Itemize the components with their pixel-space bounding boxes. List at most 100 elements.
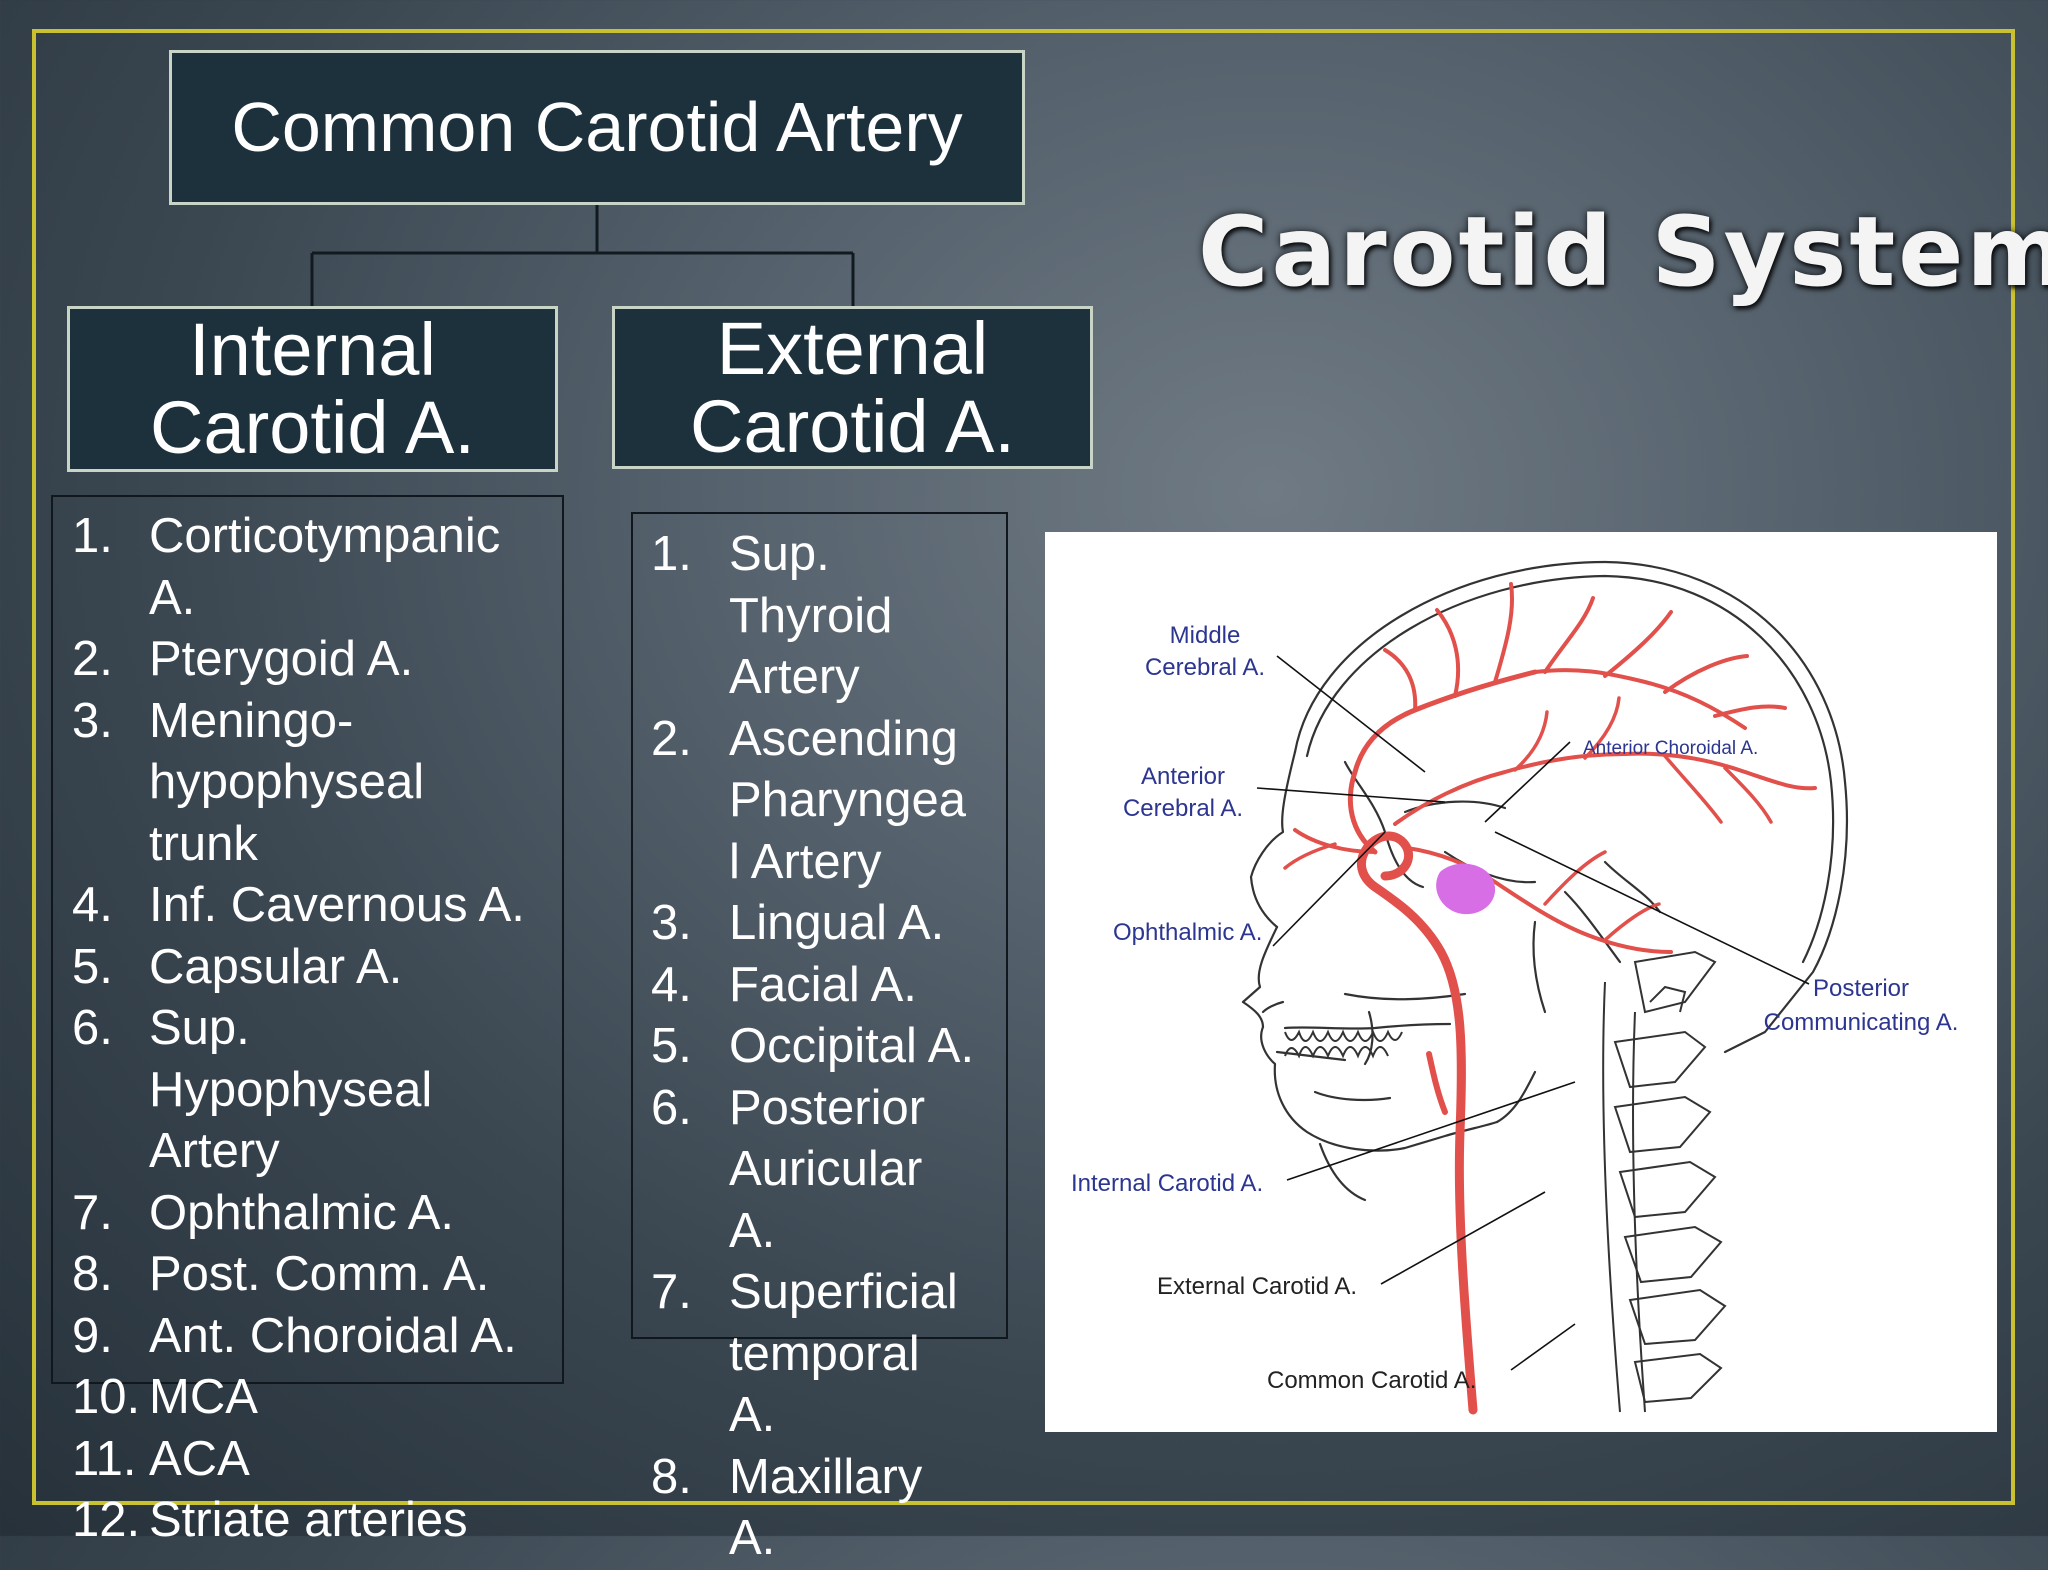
internal-branch-item-text: Sup.: [149, 1001, 250, 1055]
internal-branch-item-number: 5.: [72, 939, 113, 994]
internal-branch-item-4: 4. Inf. Cavernous A.: [72, 875, 572, 937]
external-branch-item-text: A.: [729, 1203, 776, 1258]
external-branch-item-text: Occipital A.: [729, 1019, 975, 1073]
external-branch-item-text: Auricular: [729, 1142, 923, 1196]
label-posterior-communicating-1: Posterior: [1813, 975, 1909, 1002]
cervical-spine: [1602, 950, 1727, 1413]
external-branch-item-number: 4.: [651, 957, 692, 1012]
label-internal-carotid: Internal Carotid A.: [1071, 1170, 1263, 1197]
internal-carotid-box: Internal Carotid A.: [67, 306, 558, 472]
internal-branch-item-text: A.: [149, 570, 196, 625]
external-branch-item-text: Artery: [729, 650, 860, 704]
internal-branch-item-2: 2.Pterygoid A.: [72, 629, 572, 691]
internal-branch-item-number: 1.: [72, 509, 113, 563]
external-branch-item-number: 1.: [651, 527, 692, 581]
external-branch-item-number: 5.: [651, 1019, 692, 1073]
external-branch-item-number: 2.: [651, 711, 692, 766]
internal-branch-item-text: ACA: [149, 1431, 250, 1486]
internal-branch-item-number: 7.: [72, 1185, 113, 1240]
external-branch-item-3: 3.Lingual A.: [651, 893, 1011, 955]
label-middle-cerebral-2: Cerebral A.: [1145, 654, 1265, 681]
internal-branch-item-12: 12.Striate arteries: [72, 1490, 572, 1552]
internal-branch-item-text: hypophyseal: [149, 755, 425, 809]
internal-branch-item-11: 11.ACA: [72, 1429, 572, 1491]
external-branch-item-text: A.: [729, 1511, 776, 1565]
internal-branch-item-number: 2.: [72, 632, 113, 686]
label-external-carotid: External Carotid A.: [1157, 1273, 1357, 1300]
illustration-labels: Middle Cerebral A. Anterior Cerebral A. …: [1071, 622, 1958, 1394]
internal-carotid-label-line-1: Internal: [189, 308, 436, 392]
pituitary-region: [1436, 863, 1496, 915]
external-branch-item-text: Pharyngea: [729, 773, 967, 827]
internal-branch-item-text: MCA: [149, 1370, 258, 1424]
internal-branch-item-text: trunk: [149, 816, 258, 871]
skull-artery-drawing: Middle Cerebral A. Anterior Cerebral A. …: [1071, 560, 1958, 1415]
external-branch-item-text: Thyroid: [729, 588, 893, 643]
internal-branch-item-text: Ant. Choroidal A.: [149, 1308, 517, 1363]
external-branch-item-number: 3.: [651, 896, 692, 950]
internal-branches-border: [51, 495, 564, 1384]
internal-branch-item-number: 10.: [72, 1370, 141, 1424]
external-branch-item-text: Superficial: [729, 1265, 958, 1319]
external-branch-item-4: 4.Facial A.: [651, 955, 1011, 1017]
external-branch-item-text: A.: [729, 1388, 776, 1442]
label-middle-cerebral-1: Middle: [1170, 622, 1241, 649]
label-posterior-communicating-2: Communicating A.: [1764, 1009, 1959, 1036]
internal-branch-item-text: Hypophyseal: [149, 1062, 433, 1117]
external-branch-item-number: 6.: [651, 1080, 692, 1135]
internal-branch-item-number: 3.: [72, 693, 113, 748]
label-leader-lines: [1256, 655, 1810, 1371]
internal-branch-item-text: Artery: [149, 1124, 280, 1178]
external-branch-item-number: 7.: [651, 1265, 692, 1319]
internal-branch-item-8: 8. Post. Comm. A.: [72, 1244, 572, 1306]
internal-branch-item-text: Inf. Cavernous A.: [149, 878, 525, 932]
internal-branch-item-text: Corticotympanic: [149, 509, 501, 563]
internal-carotid-label-line-2: Carotid A.: [150, 386, 475, 469]
internal-branch-item-number: 4.: [72, 878, 113, 932]
internal-branch-item-number: 8.: [72, 1247, 113, 1301]
external-branch-item-text: Sup.: [729, 527, 830, 581]
internal-branch-item-9: 9. Ant. Choroidal A.: [72, 1306, 572, 1368]
external-carotid-label-line-2: Carotid A.: [690, 384, 1015, 468]
skull-outline: [1241, 560, 1848, 1202]
artery-network: [1283, 582, 1817, 1415]
slide-title: Carotid System: [1198, 196, 2048, 308]
internal-branch-item-text: Post. Comm. A.: [149, 1247, 490, 1301]
internal-branch-item-10: 10.MCA: [72, 1367, 572, 1429]
internal-branch-item-number: 6.: [72, 1001, 113, 1055]
internal-branch-item-text: Capsular A.: [149, 939, 403, 994]
teeth: [1284, 1029, 1403, 1059]
internal-branch-item-text: Ophthalmic A.: [149, 1185, 455, 1240]
internal-branch-item-number: 11.: [72, 1431, 137, 1486]
internal-branch-item-number: 12.: [72, 1493, 141, 1547]
internal-branch-item-5: 5. Capsular A.: [72, 937, 572, 999]
label-anterior-cerebral-2: Cerebral A.: [1123, 795, 1243, 822]
external-branch-item-text: Posterior: [729, 1080, 926, 1135]
external-branch-item-text: Maxillary: [729, 1449, 923, 1504]
common-carotid-label: Common Carotid Artery: [231, 87, 963, 166]
external-branch-item-text: Ascending: [729, 711, 958, 766]
external-branch-item-5: 5. Occipital A.: [651, 1016, 1011, 1078]
label-common-carotid: Common Carotid A.: [1267, 1367, 1476, 1394]
label-anterior-choroidal: Anterior Choroidal A.: [1583, 738, 1758, 759]
internal-branch-item-text: Striate arteries: [149, 1493, 468, 1547]
internal-branch-item-text: Meningo-: [149, 693, 354, 748]
label-ophthalmic: Ophthalmic A.: [1113, 919, 1262, 946]
external-branch-item-number: 8.: [651, 1449, 692, 1504]
internal-branch-item-7: 7. Ophthalmic A.: [72, 1183, 572, 1245]
common-carotid-box: Common Carotid Artery: [169, 50, 1025, 205]
external-carotid-label-line-1: External: [716, 306, 989, 390]
label-anterior-cerebral-1: Anterior: [1141, 763, 1225, 790]
external-branches-border: [631, 512, 1008, 1339]
slide-frame: [32, 29, 2015, 1505]
internal-branch-item-number: 9.: [72, 1308, 113, 1363]
external-carotid-box: External Carotid A.: [612, 306, 1093, 469]
